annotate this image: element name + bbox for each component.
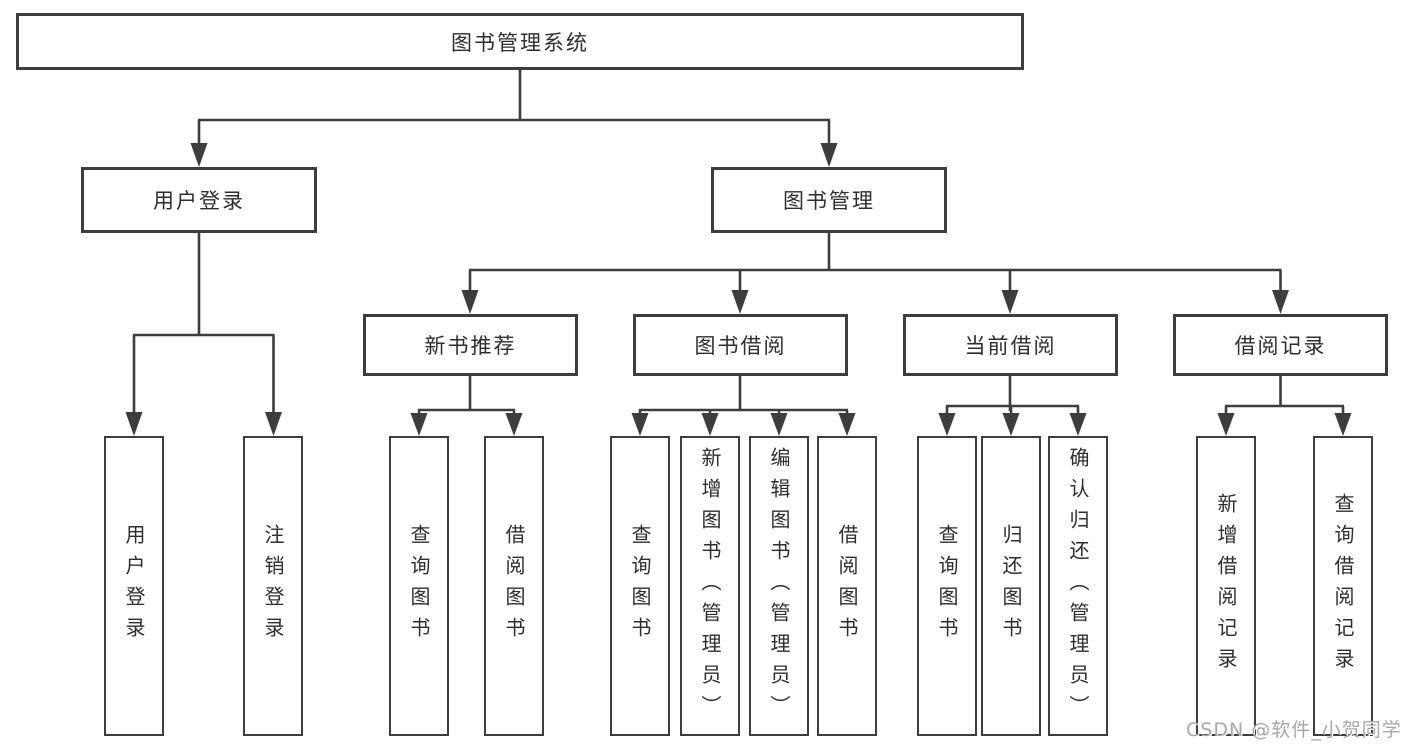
node-book-borrowing: 图书借阅 xyxy=(633,314,848,376)
leaf-confirm-return-admin: 确认归还（管理员） xyxy=(1048,436,1108,736)
csdn-watermark: CSDN @软件_小贺同学 xyxy=(1186,719,1402,741)
leaf-query-borrow-record: 查询借阅记录 xyxy=(1313,436,1373,736)
leaf-borrow-books-2-label: 借阅图书 xyxy=(835,524,859,648)
leaf-return-books: 归还图书 xyxy=(981,436,1041,736)
node-new-book-recommendation: 新书推荐 xyxy=(363,314,578,376)
leaf-user-login-label: 用户登录 xyxy=(122,524,146,648)
leaf-query-books-1-label: 查询图书 xyxy=(407,524,431,648)
leaf-query-books-3-label: 查询图书 xyxy=(935,524,959,648)
node-current-borrowing-label: 当前借阅 xyxy=(964,334,1057,358)
node-root-label: 图书管理系统 xyxy=(451,30,589,55)
node-borrowing-records-label: 借阅记录 xyxy=(1234,334,1327,358)
leaf-confirm-return-admin-label: 确认归还（管理员） xyxy=(1066,446,1090,726)
node-book-borrowing-label: 图书借阅 xyxy=(694,334,787,358)
leaf-borrow-books-2: 借阅图书 xyxy=(817,436,877,736)
leaf-query-books-1: 查询图书 xyxy=(389,436,449,736)
leaf-add-borrow-record: 新增借阅记录 xyxy=(1196,436,1256,736)
leaf-logout: 注销登录 xyxy=(243,436,303,736)
leaf-add-books-admin-label: 新增图书（管理员） xyxy=(698,446,722,726)
leaf-return-books-label: 归还图书 xyxy=(999,524,1023,648)
leaf-query-borrow-record-label: 查询借阅记录 xyxy=(1331,493,1355,679)
leaf-query-books-2-label: 查询图书 xyxy=(628,524,652,648)
leaf-add-books-admin: 新增图书（管理员） xyxy=(680,436,740,736)
node-user-login: 用户登录 xyxy=(81,167,317,233)
leaf-edit-books-admin-label: 编辑图书（管理员） xyxy=(767,446,791,726)
node-current-borrowing: 当前借阅 xyxy=(903,314,1118,376)
leaf-query-books-2: 查询图书 xyxy=(610,436,670,736)
node-book-management-label: 图书管理 xyxy=(783,189,875,213)
node-borrowing-records: 借阅记录 xyxy=(1173,314,1388,376)
node-root: 图书管理系统 xyxy=(16,13,1024,70)
leaf-query-books-3: 查询图书 xyxy=(917,436,977,736)
leaf-edit-books-admin: 编辑图书（管理员） xyxy=(749,436,809,736)
leaf-borrow-books-1: 借阅图书 xyxy=(484,436,544,736)
node-book-management: 图书管理 xyxy=(711,167,947,233)
leaf-logout-label: 注销登录 xyxy=(261,524,285,648)
leaf-user-login: 用户登录 xyxy=(104,436,164,736)
leaf-borrow-books-1-label: 借阅图书 xyxy=(502,524,526,648)
node-new-book-recommendation-label: 新书推荐 xyxy=(424,334,517,358)
node-user-login-label: 用户登录 xyxy=(153,189,245,213)
leaf-add-borrow-record-label: 新增借阅记录 xyxy=(1214,493,1238,679)
